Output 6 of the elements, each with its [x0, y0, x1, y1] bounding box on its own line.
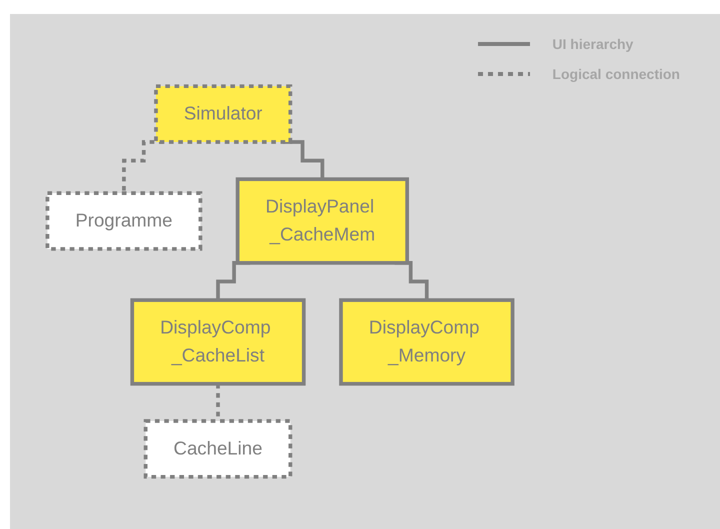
node-box: DisplayComp _CacheList	[130, 298, 306, 386]
node-box: CacheLine	[144, 419, 292, 479]
node-box: Simulator	[154, 84, 292, 144]
node-box: DisplayPanel _CacheMem	[236, 177, 410, 265]
node-box: Programme	[46, 191, 202, 251]
node-box: DisplayComp _Memory	[339, 298, 514, 386]
